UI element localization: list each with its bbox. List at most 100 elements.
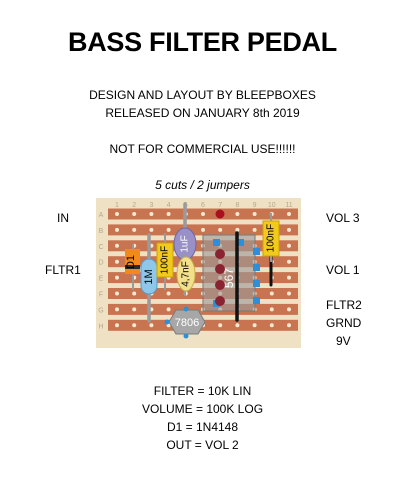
row-label: D xyxy=(98,260,103,267)
strip-hole xyxy=(132,227,137,232)
column-label: 6 xyxy=(201,202,205,209)
ic-pin xyxy=(253,297,260,304)
strip-hole xyxy=(115,243,119,248)
strip-hole xyxy=(166,212,171,216)
strip-hole xyxy=(149,227,154,232)
capacitor-1uf-label: 1uF xyxy=(180,235,191,252)
regulator-7806-label: 7806 xyxy=(175,317,199,329)
column-label: 9 xyxy=(253,202,257,209)
row-label: G xyxy=(98,307,103,314)
resistor-1m-label: 1M xyxy=(143,269,155,284)
strip-hole xyxy=(115,291,119,296)
solder-pad xyxy=(215,296,225,306)
track-cut xyxy=(215,209,225,219)
strip-hole xyxy=(269,291,274,296)
page-title: BASS FILTER PEDAL xyxy=(68,27,337,57)
label-vol1: VOL 1 xyxy=(326,263,360,277)
strip-hole xyxy=(287,243,291,248)
strip-hole xyxy=(132,291,137,296)
row-label: A xyxy=(99,212,104,219)
license-warning: NOT FOR COMMERCIAL USE!!!!!! xyxy=(109,142,296,156)
strip-hole xyxy=(287,307,291,312)
note-d1: D1 = 1N4148 xyxy=(166,420,239,434)
capacitor-4n7 xyxy=(176,256,196,292)
strip-hole xyxy=(115,212,119,216)
row-label: B xyxy=(99,228,104,235)
strip-hole xyxy=(287,259,291,264)
strip-hole xyxy=(287,323,291,328)
capacitor-100nf-left-label: 100nF xyxy=(160,246,171,274)
capacitor-100nf-left xyxy=(156,242,174,278)
note-filter: FILTER = 10K LIN xyxy=(153,384,252,398)
strip-hole xyxy=(115,259,119,264)
strip-hole xyxy=(149,212,154,216)
row-label: E xyxy=(99,276,104,283)
strip-hole xyxy=(235,212,240,216)
strip-hole xyxy=(269,307,274,312)
regulator-pin xyxy=(183,333,189,339)
capacitor-100nf-right xyxy=(262,220,280,257)
ic-pin xyxy=(237,239,244,246)
note-out: OUT = VOL 2 xyxy=(166,438,239,452)
column-label: 8 xyxy=(235,202,239,209)
ic-pin xyxy=(253,248,260,255)
strip-hole xyxy=(235,227,240,232)
strip-hole xyxy=(132,212,137,216)
ic-pin xyxy=(213,239,220,246)
strip-hole xyxy=(149,323,154,328)
strip-hole xyxy=(287,291,291,296)
note-volume: VOLUME = 100K LOG xyxy=(141,402,264,416)
ic-pin xyxy=(253,280,260,287)
strip-hole xyxy=(269,323,274,328)
strip-hole xyxy=(287,227,291,232)
column-label: 11 xyxy=(285,202,292,209)
regulator-pin xyxy=(164,319,170,325)
solder-pad xyxy=(215,264,225,274)
strip-hole xyxy=(201,227,205,232)
strip-hole xyxy=(166,227,171,232)
label-vol3: VOL 3 xyxy=(326,211,360,225)
ic-567-label: 567 xyxy=(222,268,236,288)
solder-pad xyxy=(215,280,225,290)
solder-pad xyxy=(215,249,225,259)
cuts-jumpers-note: 5 cuts / 2 jumpers xyxy=(155,178,250,192)
strip-hole xyxy=(115,307,119,312)
strip-hole xyxy=(218,227,223,232)
strip-hole xyxy=(235,323,240,328)
regulator-pin xyxy=(183,306,189,312)
label-9v: 9V xyxy=(336,334,351,348)
strip-hole xyxy=(218,323,223,328)
diode-band xyxy=(125,265,140,269)
column-label: 1 xyxy=(115,202,119,209)
strip-hole xyxy=(115,227,119,232)
strip-hole xyxy=(166,291,171,296)
strip-hole xyxy=(252,227,257,232)
column-label: 2 xyxy=(132,202,136,209)
credit-line: DESIGN AND LAYOUT BY BLEEPBOXES xyxy=(89,88,316,102)
label-fltr2: FLTR2 xyxy=(326,298,362,312)
row-label: H xyxy=(98,323,103,330)
column-label: 7 xyxy=(218,202,222,209)
ic-567 xyxy=(202,234,256,312)
capacitor-4n7-label: 4,7nF xyxy=(181,261,192,287)
strip-hole xyxy=(132,307,137,312)
capacitor-100nf-right-label: 100nF xyxy=(266,224,277,252)
label-grnd: GRND xyxy=(326,316,362,330)
label-in: IN xyxy=(57,211,69,225)
release-date-line: RELEASED ON JANUARY 8th 2019 xyxy=(105,106,300,120)
strip-hole xyxy=(115,275,119,280)
strip-hole xyxy=(115,323,119,328)
strip-hole xyxy=(252,212,257,216)
strip-hole xyxy=(252,323,257,328)
column-label: 4 xyxy=(167,202,171,209)
strip-hole xyxy=(287,212,291,216)
strip-hole xyxy=(201,212,205,216)
strip-hole xyxy=(166,307,171,312)
strip-hole xyxy=(132,323,137,328)
label-fltr1: FLTR1 xyxy=(45,263,81,277)
diode-d1-label: D1 xyxy=(125,255,137,269)
strip-hole xyxy=(287,275,291,280)
column-label: 10 xyxy=(268,202,276,209)
row-label: C xyxy=(98,244,103,251)
